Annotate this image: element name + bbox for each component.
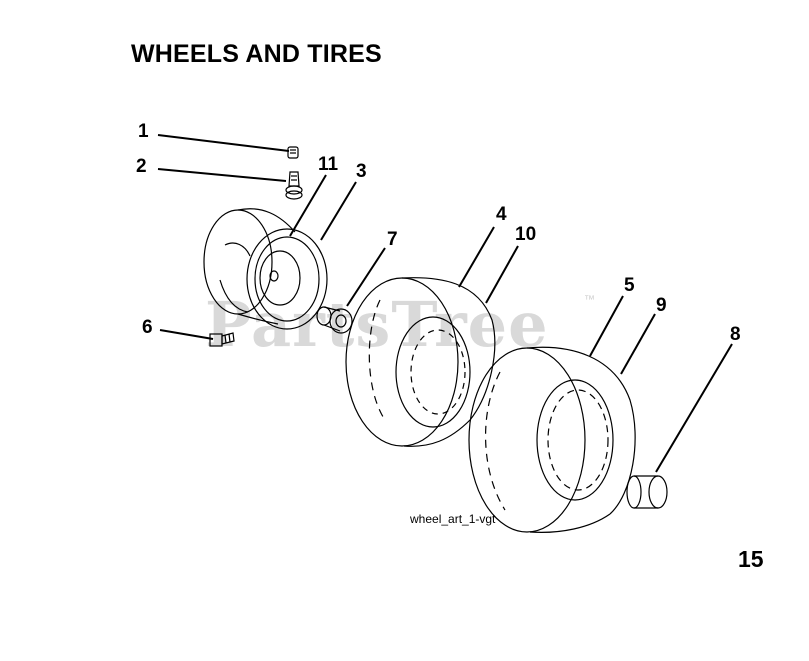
leader-8 xyxy=(655,343,733,473)
leader-11 xyxy=(289,174,327,237)
hub-cap-part xyxy=(626,475,668,509)
callout-7: 7 xyxy=(387,229,398,250)
valve-stem-part xyxy=(285,171,303,200)
spacer-bushing-part xyxy=(316,306,353,334)
callout-11: 11 xyxy=(318,154,339,175)
leader-lines xyxy=(157,134,733,473)
rear-tire-part xyxy=(468,346,636,533)
valve-cap-part xyxy=(287,146,299,159)
leader-2 xyxy=(157,168,287,182)
callout-2: 2 xyxy=(136,156,147,177)
callout-9: 9 xyxy=(656,295,667,316)
page-number: 15 xyxy=(738,546,764,572)
page-title: WHEELS AND TIRES xyxy=(131,40,382,68)
leader-1 xyxy=(157,134,290,152)
watermark-trademark: ™ xyxy=(584,294,595,306)
callout-10: 10 xyxy=(515,224,537,245)
leader-7 xyxy=(346,247,386,307)
leader-3 xyxy=(320,181,357,241)
leader-4 xyxy=(458,226,495,288)
callout-1: 1 xyxy=(138,121,149,142)
leader-5 xyxy=(589,295,624,357)
leader-9 xyxy=(620,313,656,375)
wheel-rim-part xyxy=(203,208,328,330)
leader-10 xyxy=(485,245,519,304)
lug-bolt-part xyxy=(209,332,235,347)
callout-8: 8 xyxy=(730,324,741,345)
leader-6 xyxy=(159,329,214,340)
watermark: PartsTree xyxy=(205,288,549,361)
callout-3: 3 xyxy=(356,161,367,182)
callout-5: 5 xyxy=(624,275,635,296)
art-code-label: wheel_art_1-vgt xyxy=(410,512,496,526)
front-tire-part xyxy=(345,277,496,447)
callout-4: 4 xyxy=(496,204,507,225)
callout-6: 6 xyxy=(142,317,153,338)
